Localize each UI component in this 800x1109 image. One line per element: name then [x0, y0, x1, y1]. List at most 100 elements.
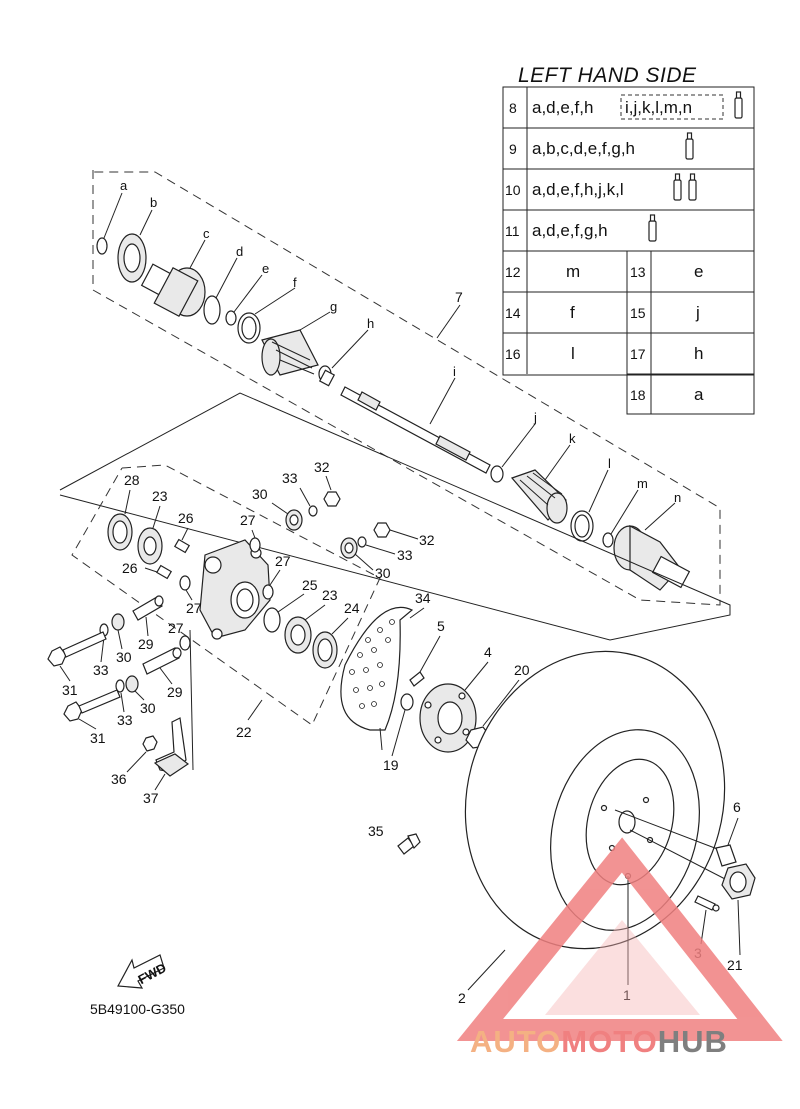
callout-27: 27: [168, 620, 184, 636]
row-num: 14: [505, 305, 521, 321]
letter-label: a: [120, 178, 128, 193]
nut-32: 32: [314, 459, 341, 507]
callout-7: 7: [455, 289, 463, 305]
row-num: 18: [630, 387, 646, 403]
circlip-m: m: [602, 476, 648, 548]
bearing-23-lower: 23: [284, 587, 338, 654]
grease-tube-icon: [734, 91, 743, 119]
callout-4: 4: [484, 644, 492, 660]
circlip-a: a: [96, 178, 128, 255]
letter-label: l: [608, 456, 611, 471]
row-num: 15: [630, 305, 646, 321]
bushing-30-upper: 30: [252, 486, 303, 531]
letter-label: k: [569, 431, 576, 446]
letter-label: c: [203, 226, 210, 241]
watermark-text: AUTOMOTOHUB: [470, 1024, 728, 1059]
row-value: e: [694, 262, 703, 281]
letter-label: g: [330, 299, 337, 314]
letter-label: i: [453, 364, 456, 379]
bearing-23-upper: 23: [137, 488, 168, 565]
row-value: m: [566, 262, 580, 281]
callout-27: 27: [186, 600, 202, 616]
washer-33: 33: [357, 536, 413, 563]
callout-6: 6: [733, 799, 741, 815]
callout-36: 36: [111, 771, 127, 787]
callout-26: 26: [122, 560, 138, 576]
grease-tube-icon: [688, 173, 697, 201]
letter-label: h: [367, 316, 374, 331]
grease-tube-icon: [648, 214, 657, 242]
row-boxed-parts: i,j,k,l,m,n: [625, 98, 692, 117]
row-num: 16: [505, 346, 521, 362]
bolt-35: 35: [368, 823, 421, 855]
oil-seal-28: 28: [107, 472, 140, 551]
callout-30: 30: [116, 649, 132, 665]
bolt-31-upper: 31: [47, 631, 107, 698]
callout-21: 21: [727, 957, 743, 973]
bushing-30-left-lower: 30: [125, 675, 156, 716]
brake-disc-34: 34: [340, 590, 431, 731]
spacer-25: 25: [263, 577, 318, 633]
callout-23: 23: [152, 488, 168, 504]
row-parts: a,d,e,f,g,h: [532, 221, 608, 240]
callout-37: 37: [143, 790, 159, 806]
callout-27: 27: [275, 553, 291, 569]
callout-33: 33: [397, 547, 413, 563]
fwd-label: FWD: [135, 960, 168, 987]
callout-28: 28: [124, 472, 140, 488]
row-value: l: [571, 344, 575, 363]
callout-22: 22: [236, 724, 252, 740]
letter-label: n: [674, 490, 681, 505]
warning-triangle-icon: [456, 837, 783, 1041]
letter-label: b: [150, 195, 157, 210]
collar-27: 27: [179, 575, 202, 616]
table-title: LEFT HAND SIDE: [518, 64, 697, 87]
knuckle-group-outline: [71, 464, 381, 726]
callout-30: 30: [252, 486, 268, 502]
callout-32: 32: [419, 532, 435, 548]
collar-27: 27: [168, 620, 191, 651]
circlip-d: d: [203, 244, 243, 325]
drive-shaft-i: i: [340, 364, 491, 474]
o-ring-19: 19: [383, 693, 414, 773]
row-num: 17: [630, 346, 646, 362]
callout-19: 19: [383, 757, 399, 773]
callout-24: 24: [344, 600, 360, 616]
callout-32: 32: [314, 459, 330, 475]
fwd-arrow-icon: FWD: [117, 954, 169, 989]
callout-30: 30: [140, 700, 156, 716]
row-value: a: [694, 385, 704, 404]
boot-band-f: f: [237, 275, 297, 344]
arm-group-outline: [59, 392, 731, 641]
boot-band-j: j: [490, 410, 537, 483]
drive-shaft-group-outline: [92, 170, 721, 606]
boot-band-h: h: [318, 316, 374, 387]
pivot-collar-29-upper: 29: [132, 595, 164, 652]
callout-31: 31: [62, 682, 78, 698]
oil-seal-b: b: [117, 195, 157, 283]
callout-31: 31: [90, 730, 106, 746]
row-num: 10: [505, 182, 521, 198]
watermark-logo: [456, 837, 783, 1041]
collar-27: 27: [240, 512, 261, 553]
letter-label: e: [262, 261, 269, 276]
callout-35: 35: [368, 823, 384, 839]
seal-24: 24: [312, 600, 360, 669]
diagram-code: 5B49100-G350: [90, 1001, 185, 1017]
callout-33: 33: [282, 470, 298, 486]
bushing-30-right: 30: [340, 537, 391, 581]
letter-label: m: [637, 476, 648, 491]
row-num: 12: [505, 264, 521, 280]
washer-33-left: 33: [93, 623, 109, 678]
kit-table: LEFT HAND SIDE 8 a,d,e,f,h i,j,k,l,m,n 9…: [502, 64, 755, 415]
callout-30: 30: [375, 565, 391, 581]
bolt-31-lower: 31: [63, 689, 121, 746]
clip-e: e: [225, 261, 269, 326]
bolt-5: 5: [409, 618, 445, 687]
row-num: 13: [630, 264, 646, 280]
boot-g: g: [261, 299, 337, 376]
grease-tube-icon: [685, 132, 694, 160]
boot-band-l: l: [570, 456, 611, 542]
letter-label: f: [293, 275, 297, 290]
